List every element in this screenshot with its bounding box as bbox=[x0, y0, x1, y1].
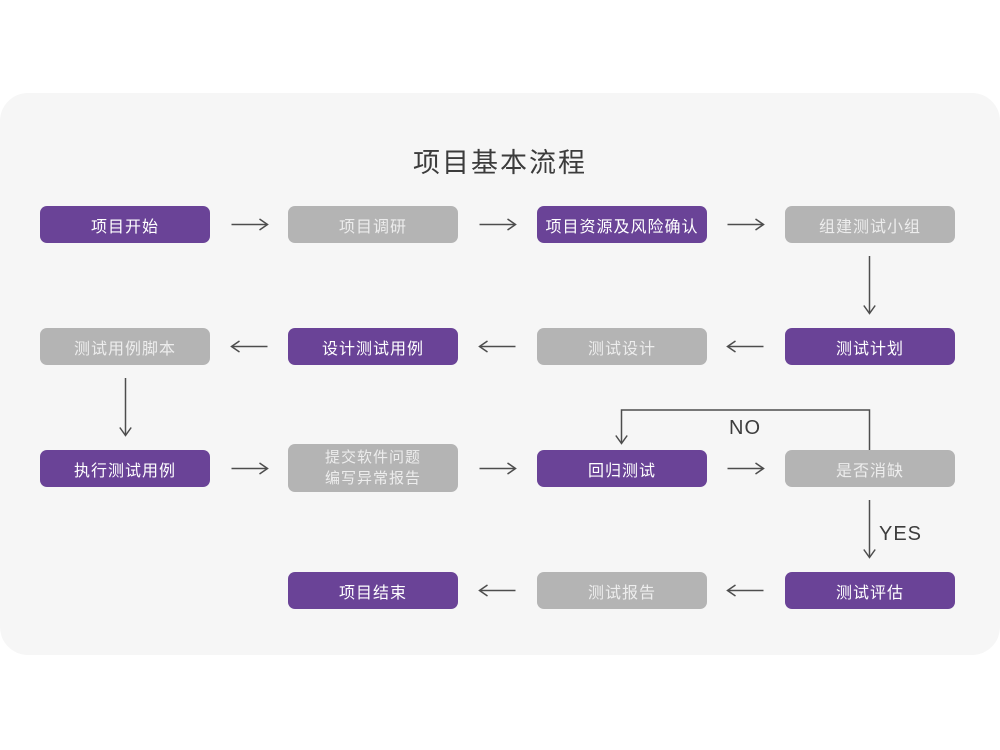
node-label: 是否消缺 bbox=[835, 462, 904, 480]
node-test-design: 测试设计 bbox=[537, 328, 707, 365]
node-label: 测试计划 bbox=[835, 340, 904, 358]
page-title: 项目基本流程 bbox=[413, 148, 587, 178]
node-label: 回归测试 bbox=[587, 462, 656, 480]
node-test-report: 测试报告 bbox=[537, 572, 707, 609]
node-project-start: 项目开始 bbox=[40, 206, 210, 243]
flowchart-card bbox=[0, 93, 1000, 655]
node-design-test-cases: 设计测试用例 bbox=[288, 328, 458, 365]
node-label: 项目结束 bbox=[338, 584, 407, 602]
node-label: 设计测试用例 bbox=[321, 340, 424, 358]
node-test-case-script: 测试用例脚本 bbox=[40, 328, 210, 365]
node-label: 测试报告 bbox=[587, 584, 656, 602]
node-label: 项目调研 bbox=[338, 218, 407, 236]
node-label: 组建测试小组 bbox=[818, 218, 921, 236]
node-project-end: 项目结束 bbox=[288, 572, 458, 609]
node-resources-risk-confirm: 项目资源及风险确认 bbox=[537, 206, 707, 243]
node-test-plan: 测试计划 bbox=[785, 328, 955, 365]
node-project-research: 项目调研 bbox=[288, 206, 458, 243]
node-label: 项目资源及风险确认 bbox=[545, 218, 699, 236]
node-label: 测试设计 bbox=[587, 340, 656, 358]
node-label: 测试用例脚本 bbox=[73, 340, 176, 358]
node-execute-test-cases: 执行测试用例 bbox=[40, 450, 210, 487]
node-label-line1: 提交软件问题 bbox=[324, 449, 421, 466]
node-label: 测试评估 bbox=[835, 584, 904, 602]
node-label-line2: 编写异常报告 bbox=[324, 470, 421, 487]
node-submit-issues-write-report: 提交软件问题 编写异常报告 bbox=[288, 444, 458, 492]
node-test-evaluation: 测试评估 bbox=[785, 572, 955, 609]
node-defect-cleared-decision: 是否消缺 bbox=[785, 450, 955, 487]
node-label: 项目开始 bbox=[90, 218, 159, 236]
node-build-test-team: 组建测试小组 bbox=[785, 206, 955, 243]
node-regression-test: 回归测试 bbox=[537, 450, 707, 487]
node-label: 执行测试用例 bbox=[73, 462, 176, 480]
